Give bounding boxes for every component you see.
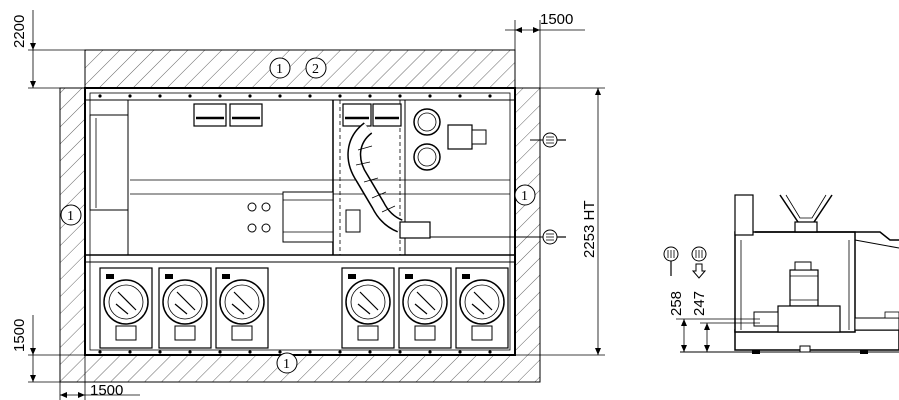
side-view: 258 247 bbox=[663, 194, 899, 354]
left-panel bbox=[89, 100, 129, 255]
dimension-arrows-plan bbox=[30, 27, 601, 398]
callout-bottom: 1 bbox=[276, 352, 298, 374]
pump-unit bbox=[398, 267, 452, 349]
dimension-lines-plan bbox=[28, 10, 605, 400]
machine-frame-inner bbox=[89, 92, 511, 351]
dim-outlet-height: 247 bbox=[691, 291, 708, 316]
callout-top-1: 1 bbox=[269, 57, 291, 79]
dim-inlet-height: 258 bbox=[668, 291, 685, 316]
callout-left: 1 bbox=[60, 204, 82, 226]
arrow-out-icon bbox=[663, 246, 679, 276]
callout-top-2: 2 bbox=[305, 57, 327, 79]
dim-top-clearance: 2200 bbox=[11, 15, 28, 48]
terminal-block-right bbox=[342, 103, 402, 127]
dim-bottom-clearance: 1500 bbox=[11, 319, 28, 352]
port-openings bbox=[413, 108, 487, 171]
side-extension bbox=[854, 317, 899, 331]
svg-text:1: 1 bbox=[276, 62, 283, 77]
arrow-out-icon bbox=[430, 229, 566, 245]
pump-units-row bbox=[99, 267, 509, 349]
arrow-in-icon bbox=[691, 246, 707, 279]
terminal-block-left bbox=[193, 103, 263, 127]
duct-elbow bbox=[345, 122, 431, 239]
svg-text:1: 1 bbox=[521, 189, 528, 204]
side-upper-panel bbox=[734, 194, 754, 236]
side-base-frame bbox=[734, 329, 899, 351]
pump-unit bbox=[99, 267, 153, 349]
dim-left-clearance: 1500 bbox=[90, 382, 123, 399]
pump-unit bbox=[455, 267, 509, 349]
arrow-in-icon bbox=[530, 132, 566, 148]
pump-unit bbox=[215, 267, 269, 349]
side-hopper bbox=[779, 194, 833, 233]
callout-right: 1 bbox=[514, 184, 536, 206]
pump-unit bbox=[158, 267, 212, 349]
svg-text:2: 2 bbox=[312, 62, 319, 77]
valve-assembly bbox=[247, 191, 334, 243]
pump-unit bbox=[341, 267, 395, 349]
dimension-arrows-side bbox=[681, 319, 710, 352]
dim-overall-height: 2253 HT bbox=[581, 200, 598, 258]
side-top-rail bbox=[755, 231, 899, 241]
svg-text:1: 1 bbox=[283, 357, 290, 372]
dim-right-clearance: 1500 bbox=[540, 11, 573, 28]
side-motor bbox=[753, 261, 841, 333]
svg-text:1: 1 bbox=[67, 209, 74, 224]
plan-view: 2200 1500 1500 1500 2253 HT 1 2 1 1 1 bbox=[11, 10, 605, 400]
frame-bolts bbox=[98, 94, 492, 354]
